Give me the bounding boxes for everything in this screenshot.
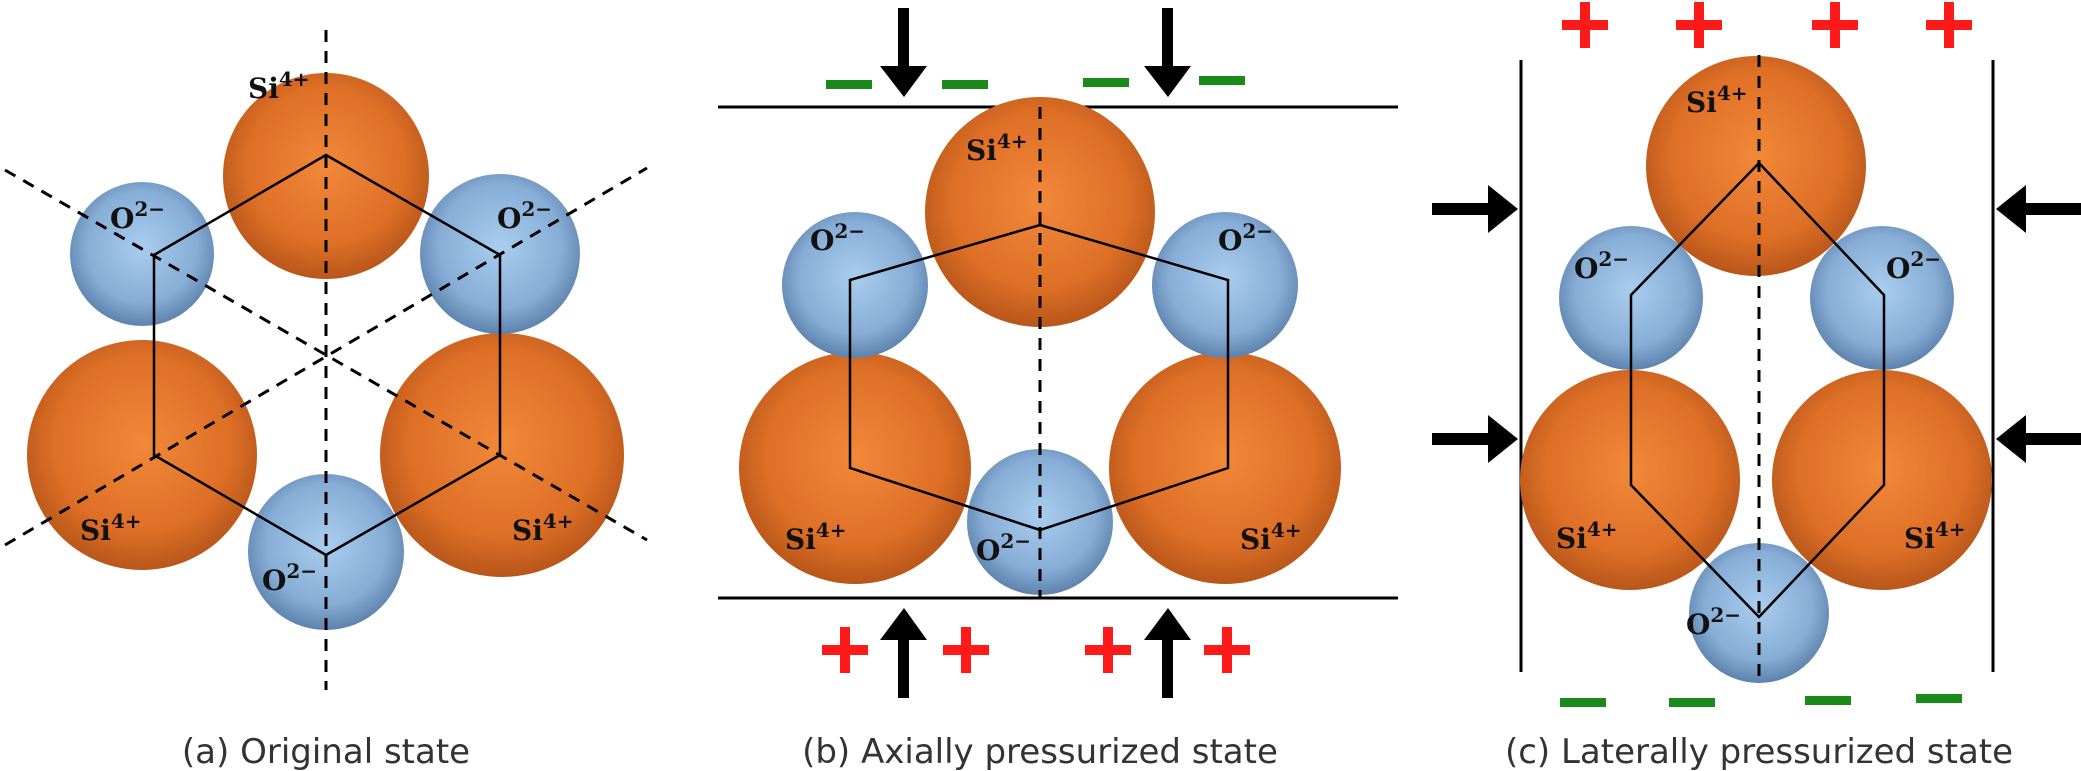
left-arrow-icon <box>1996 185 2081 233</box>
positive-charge-icon <box>1085 627 1131 673</box>
o-atom-right <box>1152 212 1298 358</box>
caption-axially-pressurized-state: (b) Axially pressurized state <box>802 732 1278 771</box>
si-label: Si4+ <box>1240 518 1302 556</box>
compression-arrows <box>880 8 1191 698</box>
left-arrow-icon <box>1996 415 2081 463</box>
positive-charge-icon <box>943 627 989 673</box>
positive-charge-icon <box>1676 2 1722 48</box>
si-label: Si4+ <box>80 509 142 547</box>
negative-charge-icon <box>942 80 988 89</box>
down-arrow-icon <box>1144 8 1191 97</box>
si-atom-top <box>223 73 429 279</box>
si-label: Si4+ <box>1904 517 1966 555</box>
positive-charges <box>1562 2 1972 48</box>
o-label: O2− <box>497 197 552 235</box>
si-label: Si4+ <box>248 67 310 105</box>
si-label: Si4+ <box>512 509 574 547</box>
negative-charges <box>1560 694 1962 707</box>
si-label: Si4+ <box>1686 81 1748 119</box>
o-atom-bottom <box>248 474 404 630</box>
positive-charge-icon <box>1562 2 1608 48</box>
negative-charge-icon <box>826 80 872 89</box>
o-label: O2− <box>262 559 317 597</box>
o-label: O2− <box>976 529 1031 567</box>
symmetry-axes <box>4 30 648 690</box>
hexagon-outline <box>152 153 502 557</box>
si-label: Si4+ <box>966 129 1028 167</box>
up-arrow-icon <box>880 608 927 698</box>
o-label: O2− <box>110 197 165 235</box>
caption-original-state: (a) Original state <box>182 732 470 771</box>
o-label: O2− <box>1574 247 1629 285</box>
panel-original-state: Si4+ Si4+ Si4+ O2− O2− O2− (a) Original … <box>4 30 648 771</box>
si-atom-bottom-left <box>739 352 971 584</box>
si-label: Si4+ <box>1556 517 1618 555</box>
negative-charge-icon <box>1669 698 1715 707</box>
down-arrow-icon <box>880 8 927 97</box>
positive-charge-icon <box>822 627 868 673</box>
negative-charge-icon <box>1083 78 1129 87</box>
up-arrow-icon <box>1144 608 1191 698</box>
o-atom-left <box>782 212 928 358</box>
positive-charge-icon <box>1926 2 1972 48</box>
o-atom-left <box>70 182 214 326</box>
o-label: O2− <box>810 219 865 257</box>
si-atom-bottom-right <box>1772 370 1992 590</box>
caption-laterally-pressurized-state: (c) Laterally pressurized state <box>1505 732 2013 771</box>
positive-charge-icon <box>1812 2 1858 48</box>
negative-charges <box>826 76 1245 89</box>
hexagon-outline <box>848 223 1230 532</box>
positive-charges <box>822 627 1250 673</box>
o-atom-bottom <box>967 449 1113 595</box>
positive-charge-icon <box>1204 627 1250 673</box>
compression-arrows <box>1432 185 2081 463</box>
negative-charge-icon <box>1560 698 1606 707</box>
right-arrow-icon <box>1432 185 1518 233</box>
hexagon-outline <box>1629 161 1886 619</box>
negative-charge-icon <box>1916 694 1962 703</box>
o-label: O2− <box>1686 603 1741 641</box>
si-atom-bottom-left <box>27 340 257 570</box>
panel-laterally-pressurized-state: Si4+ Si4+ Si4+ O2− O2− O2− (c) Laterally… <box>1432 2 2081 771</box>
o-atom-right <box>1810 226 1954 370</box>
o-label: O2− <box>1886 247 1941 285</box>
o-label: O2− <box>1218 219 1273 257</box>
right-arrow-icon <box>1432 415 1518 463</box>
negative-charge-icon <box>1805 696 1851 705</box>
si-label: Si4+ <box>785 518 847 556</box>
panel-axially-pressurized-state: Si4+ Si4+ Si4+ O2− O2− O2− (b) Axially p… <box>718 8 1398 771</box>
negative-charge-icon <box>1199 76 1245 85</box>
